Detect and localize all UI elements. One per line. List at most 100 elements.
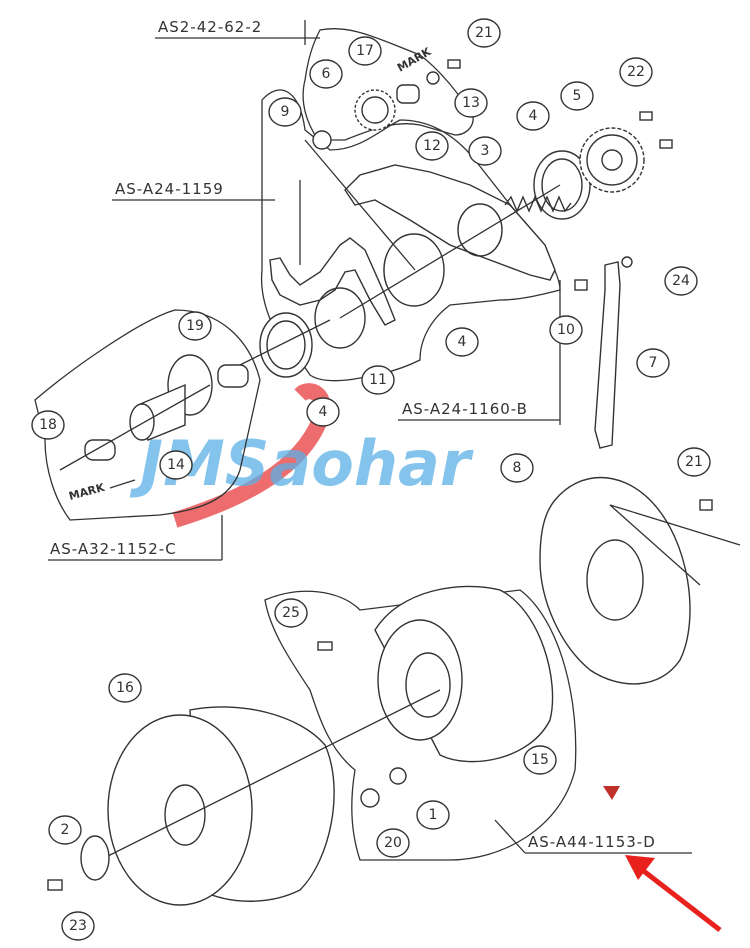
ring-part-24	[621, 256, 633, 268]
callout-number: 21	[475, 25, 493, 41]
callout-number: 15	[531, 752, 549, 768]
callout-c4b: 4	[445, 327, 479, 357]
callout-c17: 17	[348, 36, 382, 66]
callout-circle	[677, 447, 711, 477]
label-as-a44-1153-d: AS-A44-1153-D	[528, 833, 656, 851]
callout-c11: 11	[361, 365, 395, 395]
bushing-part-19	[217, 364, 249, 388]
callout-circle	[467, 18, 501, 48]
bracket-hole	[314, 287, 366, 349]
callout-c4c: 4	[306, 397, 340, 427]
callout-circle	[376, 828, 410, 858]
outline-as-a44-1153-d	[264, 589, 577, 861]
callout-c25: 25	[274, 598, 308, 628]
callout-number: 7	[649, 355, 658, 371]
washer-part-2	[80, 835, 110, 881]
callout-circle	[159, 450, 193, 480]
screw-part-22b	[659, 139, 673, 149]
callout-c24: 24	[664, 266, 698, 296]
callout-number: 11	[369, 372, 387, 388]
callout-number: 18	[39, 417, 57, 433]
outline-as2-42-62-2	[302, 28, 474, 141]
callout-number: 23	[69, 918, 87, 934]
callout-c7: 7	[636, 348, 670, 378]
callout-number: 17	[356, 43, 374, 59]
callout-circle	[178, 311, 212, 341]
callout-c15: 15	[523, 745, 557, 775]
screw-part-21-lower	[699, 499, 713, 511]
callout-c16: 16	[108, 673, 142, 703]
red-arrow	[603, 786, 722, 932]
callout-c5: 5	[560, 81, 594, 111]
callout-number: 3	[481, 143, 490, 159]
red-arrow-head	[625, 855, 655, 880]
callout-number: 24	[672, 273, 690, 289]
mark-label-lower: MARK	[67, 481, 106, 503]
callout-c23: 23	[61, 911, 95, 941]
washer-part-lower	[259, 312, 313, 378]
callout-circle	[274, 598, 308, 628]
screw-part-23	[47, 879, 63, 891]
callout-circle	[664, 266, 698, 296]
washer-part-upper	[533, 150, 591, 220]
callout-number: 21	[685, 454, 703, 470]
callout-circle	[416, 800, 450, 830]
callout-circle	[306, 397, 340, 427]
watermark: JMSaohar	[129, 383, 474, 528]
watermark-red-swoosh	[172, 383, 331, 528]
callout-circle	[309, 59, 343, 89]
callout-circle	[268, 97, 302, 127]
callout-number: 1	[429, 807, 438, 823]
callout-c9: 9	[268, 97, 302, 127]
callout-c19: 19	[178, 311, 212, 341]
callout-circle	[61, 911, 95, 941]
callout-number: 12	[423, 138, 441, 154]
callout-c2: 2	[48, 815, 82, 845]
callout-circle	[549, 315, 583, 345]
callout-number: 16	[116, 680, 134, 696]
label-as2-42-62-2: AS2-42-62-2	[158, 18, 262, 36]
washer-part-13	[426, 71, 440, 85]
callout-number: 2	[61, 822, 70, 838]
bushing-part-1	[389, 767, 407, 785]
callout-c6: 6	[309, 59, 343, 89]
callout-c22: 22	[619, 57, 653, 87]
callout-circle	[445, 327, 479, 357]
callout-circle	[468, 136, 502, 166]
callout-number: 14	[167, 457, 185, 473]
callout-circle	[361, 365, 395, 395]
red-small-arrow	[603, 786, 620, 800]
callout-circle	[619, 57, 653, 87]
screw-part-21-top	[447, 59, 461, 69]
callout-circle	[560, 81, 594, 111]
mark-label-upper: MARK	[395, 45, 433, 75]
label-as-a24-1159: AS-A24-1159	[115, 180, 224, 198]
callout-c12: 12	[415, 131, 449, 161]
callout-circle	[415, 131, 449, 161]
drum-face-part	[107, 714, 253, 906]
callout-circle	[636, 348, 670, 378]
screw-part-22a	[639, 111, 653, 121]
callout-number: 19	[186, 318, 204, 334]
pin-part-25	[317, 641, 333, 651]
red-arrow-shaft	[630, 860, 722, 932]
spring-part	[504, 195, 572, 213]
bracket-part	[269, 237, 396, 326]
callout-number: 9	[281, 104, 290, 120]
bushing-part-9	[312, 130, 332, 150]
callout-number: 22	[627, 64, 645, 80]
callout-number: 6	[322, 66, 331, 82]
callout-c18: 18	[31, 410, 65, 440]
callout-circle	[454, 88, 488, 118]
callout-c1: 1	[416, 800, 450, 830]
lever-hole-b	[457, 203, 503, 257]
callout-number: 25	[282, 605, 300, 621]
callout-circle	[516, 101, 550, 131]
callout-circle	[108, 673, 142, 703]
callout-c13: 13	[454, 88, 488, 118]
callout-circle	[500, 453, 534, 483]
callout-number: 4	[529, 108, 538, 124]
leader-lines-top	[239, 20, 561, 425]
